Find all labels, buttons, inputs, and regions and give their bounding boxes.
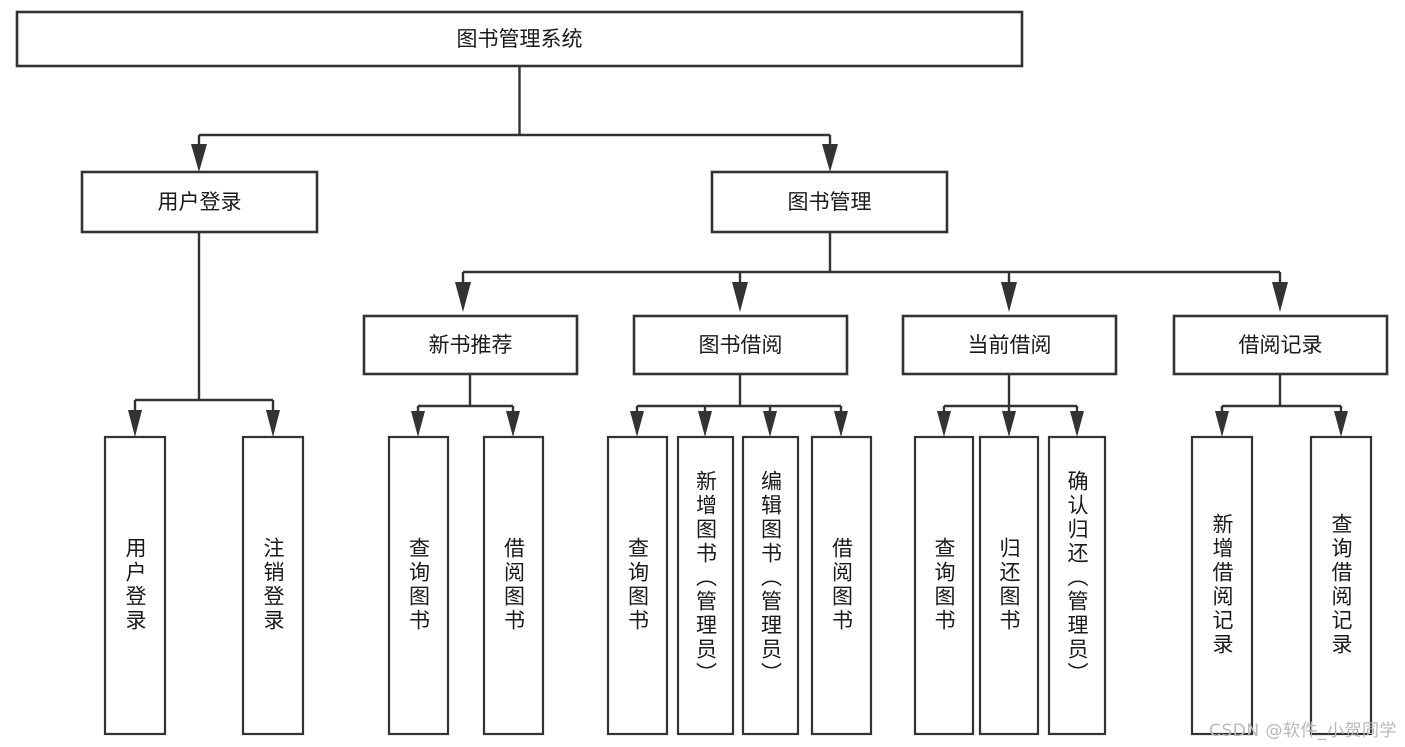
- leaf-box[interactable]: [482, 435, 545, 736]
- leaf-label: 查询图书: [626, 537, 650, 633]
- arrow-to-new-book: [455, 282, 471, 312]
- leaf-box[interactable]: [103, 435, 167, 736]
- leaf-bookborrow-edit-book[interactable]: 编辑图书（管理员）: [741, 435, 800, 736]
- leaf-box[interactable]: [387, 435, 450, 736]
- leaf-box[interactable]: [676, 435, 735, 736]
- user-login-box[interactable]: [80, 170, 319, 234]
- leaf-label: 注销登录: [261, 537, 285, 633]
- leaf-label: 借阅图书: [502, 537, 526, 633]
- leaf-bookborrow-query-book[interactable]: 查询图书: [606, 435, 669, 736]
- arrow-bookborrow-child-2: [698, 411, 712, 437]
- leaf-box[interactable]: [978, 435, 1040, 736]
- leaf-box[interactable]: [810, 435, 873, 736]
- node-user-login[interactable]: 用户登录: [80, 170, 319, 234]
- leaf-bookborrow-borrow-book[interactable]: 借阅图书: [810, 435, 873, 736]
- arrow-userlogin-child-2: [266, 410, 280, 437]
- leaf-label: 归还图书: [997, 537, 1021, 633]
- arrow-currentborrow-child-2: [1002, 411, 1016, 437]
- leaf-label: 借阅图书: [830, 537, 854, 633]
- leaf-label: 用户登录: [123, 537, 147, 633]
- leaf-currentborrow-return-book[interactable]: 归还图书: [978, 435, 1040, 736]
- leaf-box[interactable]: [913, 435, 975, 736]
- arrow-newbook-child-1: [411, 411, 425, 437]
- leaf-box[interactable]: [606, 435, 669, 736]
- user-login-label: 用户登录: [158, 190, 242, 214]
- root-box[interactable]: [15, 10, 1024, 68]
- leaf-newbook-query-book[interactable]: 查询图书: [387, 435, 450, 736]
- arrow-bookborrow-child-4: [834, 411, 848, 437]
- leaf-borrowrecord-add-record[interactable]: 新增借阅记录: [1190, 435, 1254, 736]
- leaf-box[interactable]: [741, 435, 800, 736]
- node-borrow-record[interactable]: 借阅记录: [1172, 314, 1389, 376]
- leaf-box[interactable]: [1047, 435, 1107, 736]
- arrow-bookborrow-child-1: [630, 411, 644, 437]
- leaf-label: 查询图书: [932, 537, 956, 633]
- node-current-borrow[interactable]: 当前借阅: [901, 314, 1118, 376]
- arrow-to-user-login: [191, 144, 207, 172]
- book-borrow-label: 图书借阅: [699, 333, 783, 357]
- arrow-userlogin-child-1: [128, 410, 142, 437]
- arrow-currentborrow-child-1: [937, 411, 951, 437]
- leaf-borrowrecord-query-record[interactable]: 查询借阅记录: [1309, 435, 1373, 736]
- arrow-newbook-child-2: [506, 411, 520, 437]
- leaf-box[interactable]: [1190, 435, 1254, 736]
- arrow-borrowrecord-child-2: [1334, 411, 1348, 437]
- current-borrow-box[interactable]: [901, 314, 1118, 376]
- leaf-label: 确认归还（管理员）: [1065, 470, 1089, 686]
- edges-group: [128, 66, 1348, 437]
- root-label: 图书管理系统: [457, 27, 583, 51]
- new-book-recommend-box[interactable]: [362, 314, 579, 376]
- leaf-newbook-borrow-book[interactable]: 借阅图书: [482, 435, 545, 736]
- node-book-manage[interactable]: 图书管理: [710, 170, 949, 234]
- leaf-user-login-logout[interactable]: 注销登录: [241, 435, 305, 736]
- book-manage-label: 图书管理: [788, 190, 872, 214]
- arrow-borrowrecord-child-1: [1215, 411, 1229, 437]
- leaf-box[interactable]: [241, 435, 305, 736]
- leaf-label: 查询图书: [407, 537, 431, 633]
- leaf-user-login-login[interactable]: 用户登录: [103, 435, 167, 736]
- leaf-box[interactable]: [1309, 435, 1373, 736]
- leaf-currentborrow-query-book[interactable]: 查询图书: [913, 435, 975, 736]
- leaf-currentborrow-confirm-return[interactable]: 确认归还（管理员）: [1047, 435, 1107, 736]
- leaf-label: 查询借阅记录: [1329, 513, 1353, 657]
- leaf-label: 编辑图书（管理员）: [759, 470, 783, 686]
- borrow-record-label: 借阅记录: [1239, 333, 1323, 357]
- book-borrow-box[interactable]: [632, 314, 849, 376]
- leaf-label: 新增图书（管理员）: [694, 470, 718, 686]
- node-book-borrow[interactable]: 图书借阅: [632, 314, 849, 376]
- node-new-book-recommend[interactable]: 新书推荐: [362, 314, 579, 376]
- arrow-to-book-manage: [822, 144, 838, 172]
- csdn-watermark: CSDN @软件_小贺同学: [1209, 721, 1397, 741]
- current-borrow-label: 当前借阅: [968, 333, 1052, 357]
- book-manage-box[interactable]: [710, 170, 949, 234]
- leaf-label: 新增借阅记录: [1210, 513, 1234, 657]
- arrow-to-borrow-record: [1272, 282, 1288, 312]
- arrow-currentborrow-child-3: [1070, 411, 1084, 437]
- arrow-to-book-borrow: [732, 282, 748, 312]
- new-book-recommend-label: 新书推荐: [429, 333, 513, 357]
- arrow-to-current-borrow: [1001, 282, 1017, 312]
- leaf-bookborrow-add-book[interactable]: 新增图书（管理员）: [676, 435, 735, 736]
- borrow-record-box[interactable]: [1172, 314, 1389, 376]
- node-root[interactable]: 图书管理系统: [15, 10, 1024, 68]
- arrow-bookborrow-child-3: [763, 411, 777, 437]
